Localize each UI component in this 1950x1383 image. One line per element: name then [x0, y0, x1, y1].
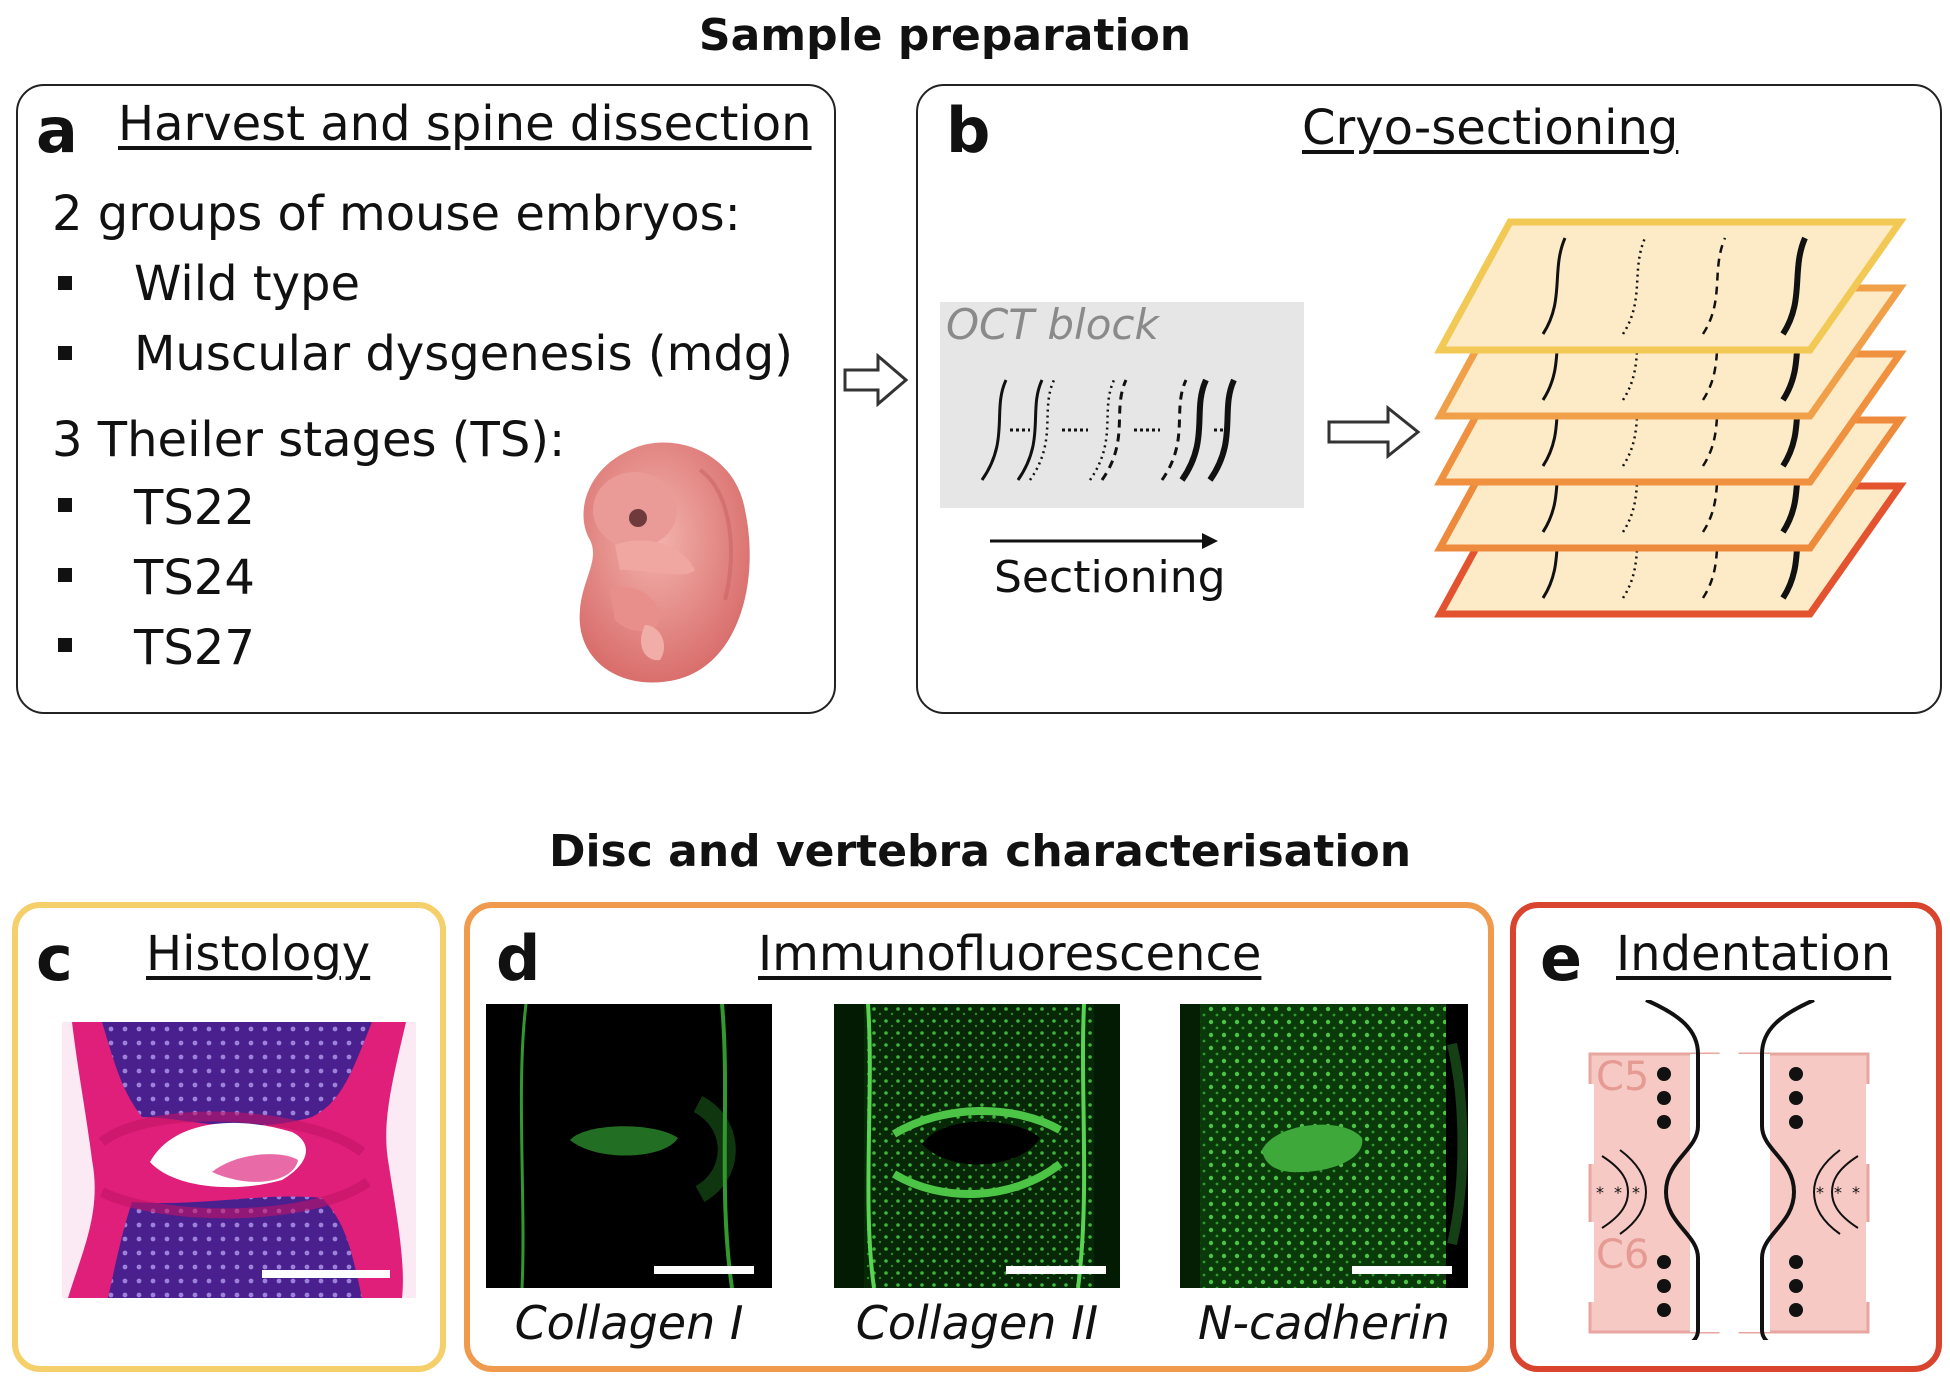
- sectioning-arrow-icon: [990, 533, 1218, 549]
- cryo-section-slice: [1434, 218, 1907, 354]
- image-caption: Collagen I: [514, 1296, 744, 1350]
- scale-bar: [1352, 1266, 1452, 1274]
- bullet-icon: [58, 638, 72, 652]
- svg-text:*: *: [1632, 1183, 1640, 1202]
- bullet-icon: [58, 498, 72, 512]
- panel-e: [1510, 902, 1942, 1372]
- vertebra-label: C6: [1596, 1232, 1650, 1278]
- stage-item: TS24: [134, 550, 255, 606]
- panel-e-title: Indentation: [1616, 926, 1892, 982]
- bullet-icon: [58, 276, 72, 290]
- immunofluorescence-image: [486, 1004, 772, 1288]
- spine-samples-icon: [980, 378, 1237, 482]
- svg-text:*: *: [1614, 1183, 1622, 1202]
- immunofluorescence-image: [834, 1004, 1120, 1288]
- oct-block-label: OCT block: [946, 300, 1159, 349]
- panel-c: [12, 902, 446, 1372]
- group-item: Wild type: [134, 256, 361, 312]
- panel-a: [16, 84, 836, 714]
- groups-label: 2 groups of mouse embryos:: [52, 186, 741, 242]
- panel-b: [916, 84, 1942, 714]
- bullet-icon: [58, 568, 72, 582]
- stage-item: TS22: [134, 480, 255, 536]
- scale-bar: [654, 1266, 754, 1274]
- immunofluorescence-image: [1180, 1004, 1468, 1288]
- group-item: Muscular dysgenesis (mdg): [134, 326, 793, 382]
- sample-preparation-heading: Sample preparation: [698, 10, 1192, 61]
- stages-label: 3 Theiler stages (TS):: [52, 412, 566, 468]
- panel-a-letter: a: [36, 94, 78, 167]
- scale-bar: [1006, 1266, 1106, 1274]
- svg-text:*: *: [1834, 1183, 1842, 1202]
- panel-a-title: Harvest and spine dissection: [118, 96, 812, 152]
- panel-c-letter: c: [36, 922, 73, 995]
- arrow-right-icon: [843, 352, 909, 408]
- histology-image: [62, 1022, 416, 1298]
- panel-e-letter: e: [1540, 922, 1583, 995]
- stage-item: TS27: [134, 620, 255, 676]
- image-caption: Collagen II: [855, 1296, 1099, 1350]
- panel-b-letter: b: [946, 94, 991, 167]
- image-caption: N-cadherin: [1198, 1296, 1450, 1350]
- panel-d-title: Immunofluorescence: [758, 926, 1262, 982]
- panel-b-title: Cryo-sectioning: [1302, 100, 1679, 156]
- indentation-diagram: * * * * * *: [1580, 1000, 1880, 1340]
- panel-c-title: Histology: [146, 926, 371, 982]
- bullet-icon: [58, 346, 72, 360]
- panel-d-letter: d: [496, 922, 541, 995]
- svg-text:*: *: [1816, 1183, 1824, 1202]
- svg-text:*: *: [1596, 1183, 1604, 1202]
- characterisation-heading: Disc and vertebra characterisation: [548, 826, 1412, 877]
- sectioning-label: Sectioning: [994, 552, 1226, 603]
- mouse-embryo-icon: [579, 442, 750, 683]
- arrow-right-icon: [1327, 404, 1421, 460]
- scale-bar: [262, 1270, 390, 1278]
- panel-d: [464, 902, 1494, 1372]
- vertebra-label: C5: [1596, 1054, 1650, 1100]
- svg-text:*: *: [1852, 1183, 1860, 1202]
- cryo-sections-stack: [1434, 218, 1907, 618]
